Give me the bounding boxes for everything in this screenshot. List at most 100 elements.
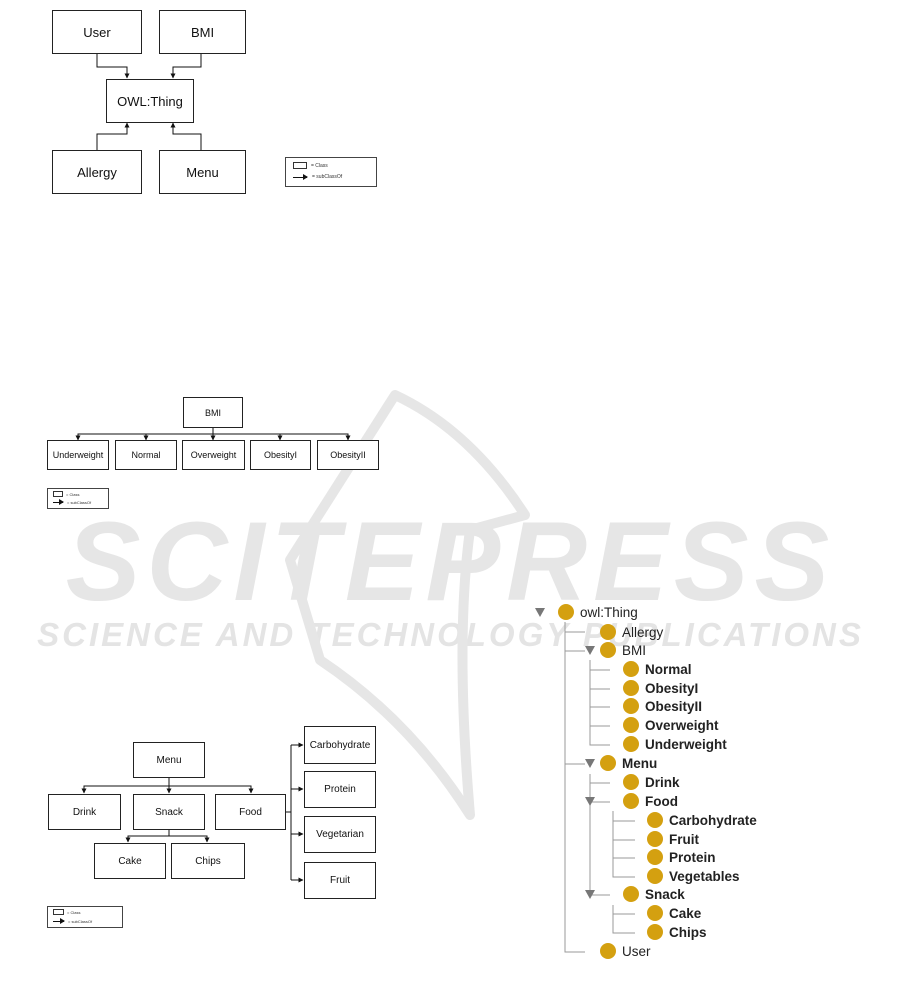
class-box-underweight: Underweight — [47, 440, 109, 470]
tree-node-label: Carbohydrate — [669, 812, 757, 828]
class-circle-icon — [623, 680, 639, 696]
class-circle-icon — [600, 624, 616, 640]
legend-arrow-symbol — [53, 918, 65, 924]
class-box-owl-thing: OWL:Thing — [106, 79, 194, 123]
legend-diagram2: = Class = subClassOf — [47, 488, 109, 509]
legend-arrow-symbol — [293, 173, 308, 180]
expand-triangle-snack[interactable] — [585, 890, 595, 899]
class-box-food: Food — [215, 794, 286, 830]
legend-subclass-label: = subClassOf — [312, 174, 343, 180]
class-box-vegetarian: Vegetarian — [304, 816, 376, 853]
class-circle-icon — [647, 868, 663, 884]
legend-class-symbol — [293, 162, 307, 169]
class-circle-icon — [647, 924, 663, 940]
tree-node-carbohydrate[interactable]: Carbohydrate — [647, 812, 757, 828]
legend-diagram1: = Class = subClassOf — [285, 157, 377, 187]
tree-node-label: owl:Thing — [580, 604, 638, 620]
tree-node-label: Overweight — [645, 717, 719, 733]
tree-node-label: Vegetables — [669, 868, 740, 884]
legend-class-symbol — [53, 909, 64, 915]
legend-subclass-label: = subClassOf — [68, 919, 93, 924]
legend-diagram3: = Class = subClassOf — [47, 906, 123, 928]
tree-node-label: Food — [645, 793, 678, 809]
class-box-snack: Snack — [133, 794, 205, 830]
tree-node-fruit[interactable]: Fruit — [647, 831, 699, 847]
tree-node-protein[interactable]: Protein — [647, 849, 716, 865]
class-box-normal: Normal — [115, 440, 177, 470]
tree-node-label: ObesityI — [645, 680, 699, 696]
tree-node-cake[interactable]: Cake — [647, 905, 701, 921]
class-box-user: User — [52, 10, 142, 54]
class-box-allergy: Allergy — [52, 150, 142, 194]
tree-node-snack[interactable]: Snack — [623, 886, 685, 902]
class-box-menu: Menu — [159, 150, 246, 194]
class-box-bmi: BMI — [159, 10, 246, 54]
tree-node-underweight[interactable]: Underweight — [623, 736, 727, 752]
class-circle-icon — [623, 661, 639, 677]
class-box-bmi-root: BMI — [183, 397, 243, 428]
class-box-overweight: Overweight — [182, 440, 245, 470]
class-box-chips: Chips — [171, 843, 245, 879]
expand-triangle-owl-thing[interactable] — [535, 608, 545, 617]
legend-class-label: = Class — [67, 909, 81, 915]
expand-triangle-bmi[interactable] — [585, 646, 595, 655]
legend-class-symbol — [53, 491, 63, 497]
tree-node-label: Underweight — [645, 736, 727, 752]
tree-node-food[interactable]: Food — [623, 793, 678, 809]
tree-node-label: Allergy — [622, 624, 664, 640]
tree-node-label: Cake — [669, 905, 702, 921]
class-circle-icon — [558, 604, 574, 620]
class-circle-icon — [600, 755, 616, 771]
tree-node-label: Normal — [645, 661, 692, 677]
tree-node-allergy[interactable]: Allergy — [600, 624, 663, 640]
class-box-obesityi: ObesityI — [250, 440, 311, 470]
tree-node-label: Drink — [645, 774, 680, 790]
tree-node-user[interactable]: User — [600, 943, 651, 959]
legend-class-label: = Class — [66, 491, 80, 497]
tree-node-label: ObesityII — [645, 698, 703, 714]
expand-triangle-food[interactable] — [585, 797, 595, 806]
class-circle-icon — [623, 774, 639, 790]
class-circle-icon — [647, 831, 663, 847]
tree-node-menu[interactable]: Menu — [600, 755, 657, 771]
class-circle-icon — [623, 793, 639, 809]
tree-node-label: Chips — [669, 924, 707, 940]
tree-node-label: Snack — [645, 886, 685, 902]
legend-class-label: = Class — [311, 162, 328, 169]
class-circle-icon — [623, 736, 639, 752]
tree-node-label: BMI — [622, 642, 647, 658]
tree-node-obesityi[interactable]: ObesityI — [623, 680, 698, 696]
class-box-cake: Cake — [94, 843, 166, 879]
tree-node-vegetables[interactable]: Vegetables — [647, 868, 740, 884]
watermark-subtitle: SCIENCE AND TECHNOLOGY PUBLICATIONS — [37, 616, 864, 653]
tree-node-label: User — [622, 943, 651, 959]
expand-triangle-menu[interactable] — [585, 759, 595, 768]
tree-node-normal[interactable]: Normal — [623, 661, 692, 677]
class-box-protein: Protein — [304, 771, 376, 808]
tree-node-bmi[interactable]: BMI — [600, 642, 646, 658]
tree-node-chips[interactable]: Chips — [647, 924, 707, 940]
class-circle-icon — [647, 849, 663, 865]
tree-node-overweight[interactable]: Overweight — [623, 717, 719, 733]
class-circle-icon — [623, 698, 639, 714]
tree-node-label: Menu — [622, 755, 658, 771]
class-box-menu-root: Menu — [133, 742, 205, 778]
class-circle-icon — [623, 886, 639, 902]
legend-subclass-label: = subClassOf — [67, 500, 92, 505]
tree-node-owl-thing[interactable]: owl:Thing — [558, 604, 638, 620]
tree-node-obesityii[interactable]: ObesityII — [623, 698, 702, 714]
tree-node-drink[interactable]: Drink — [623, 774, 680, 790]
class-box-obesityii: ObesityII — [317, 440, 379, 470]
class-circle-icon — [600, 642, 616, 658]
class-box-fruit: Fruit — [304, 862, 376, 899]
tree-node-label: Fruit — [669, 831, 699, 847]
class-circle-icon — [647, 905, 663, 921]
watermark-scitepress: SCITEPRESS — [65, 499, 836, 624]
legend-arrow-symbol — [53, 499, 64, 505]
class-circle-icon — [647, 812, 663, 828]
class-box-carbohydrate: Carbohydrate — [304, 726, 376, 764]
class-box-drink: Drink — [48, 794, 121, 830]
